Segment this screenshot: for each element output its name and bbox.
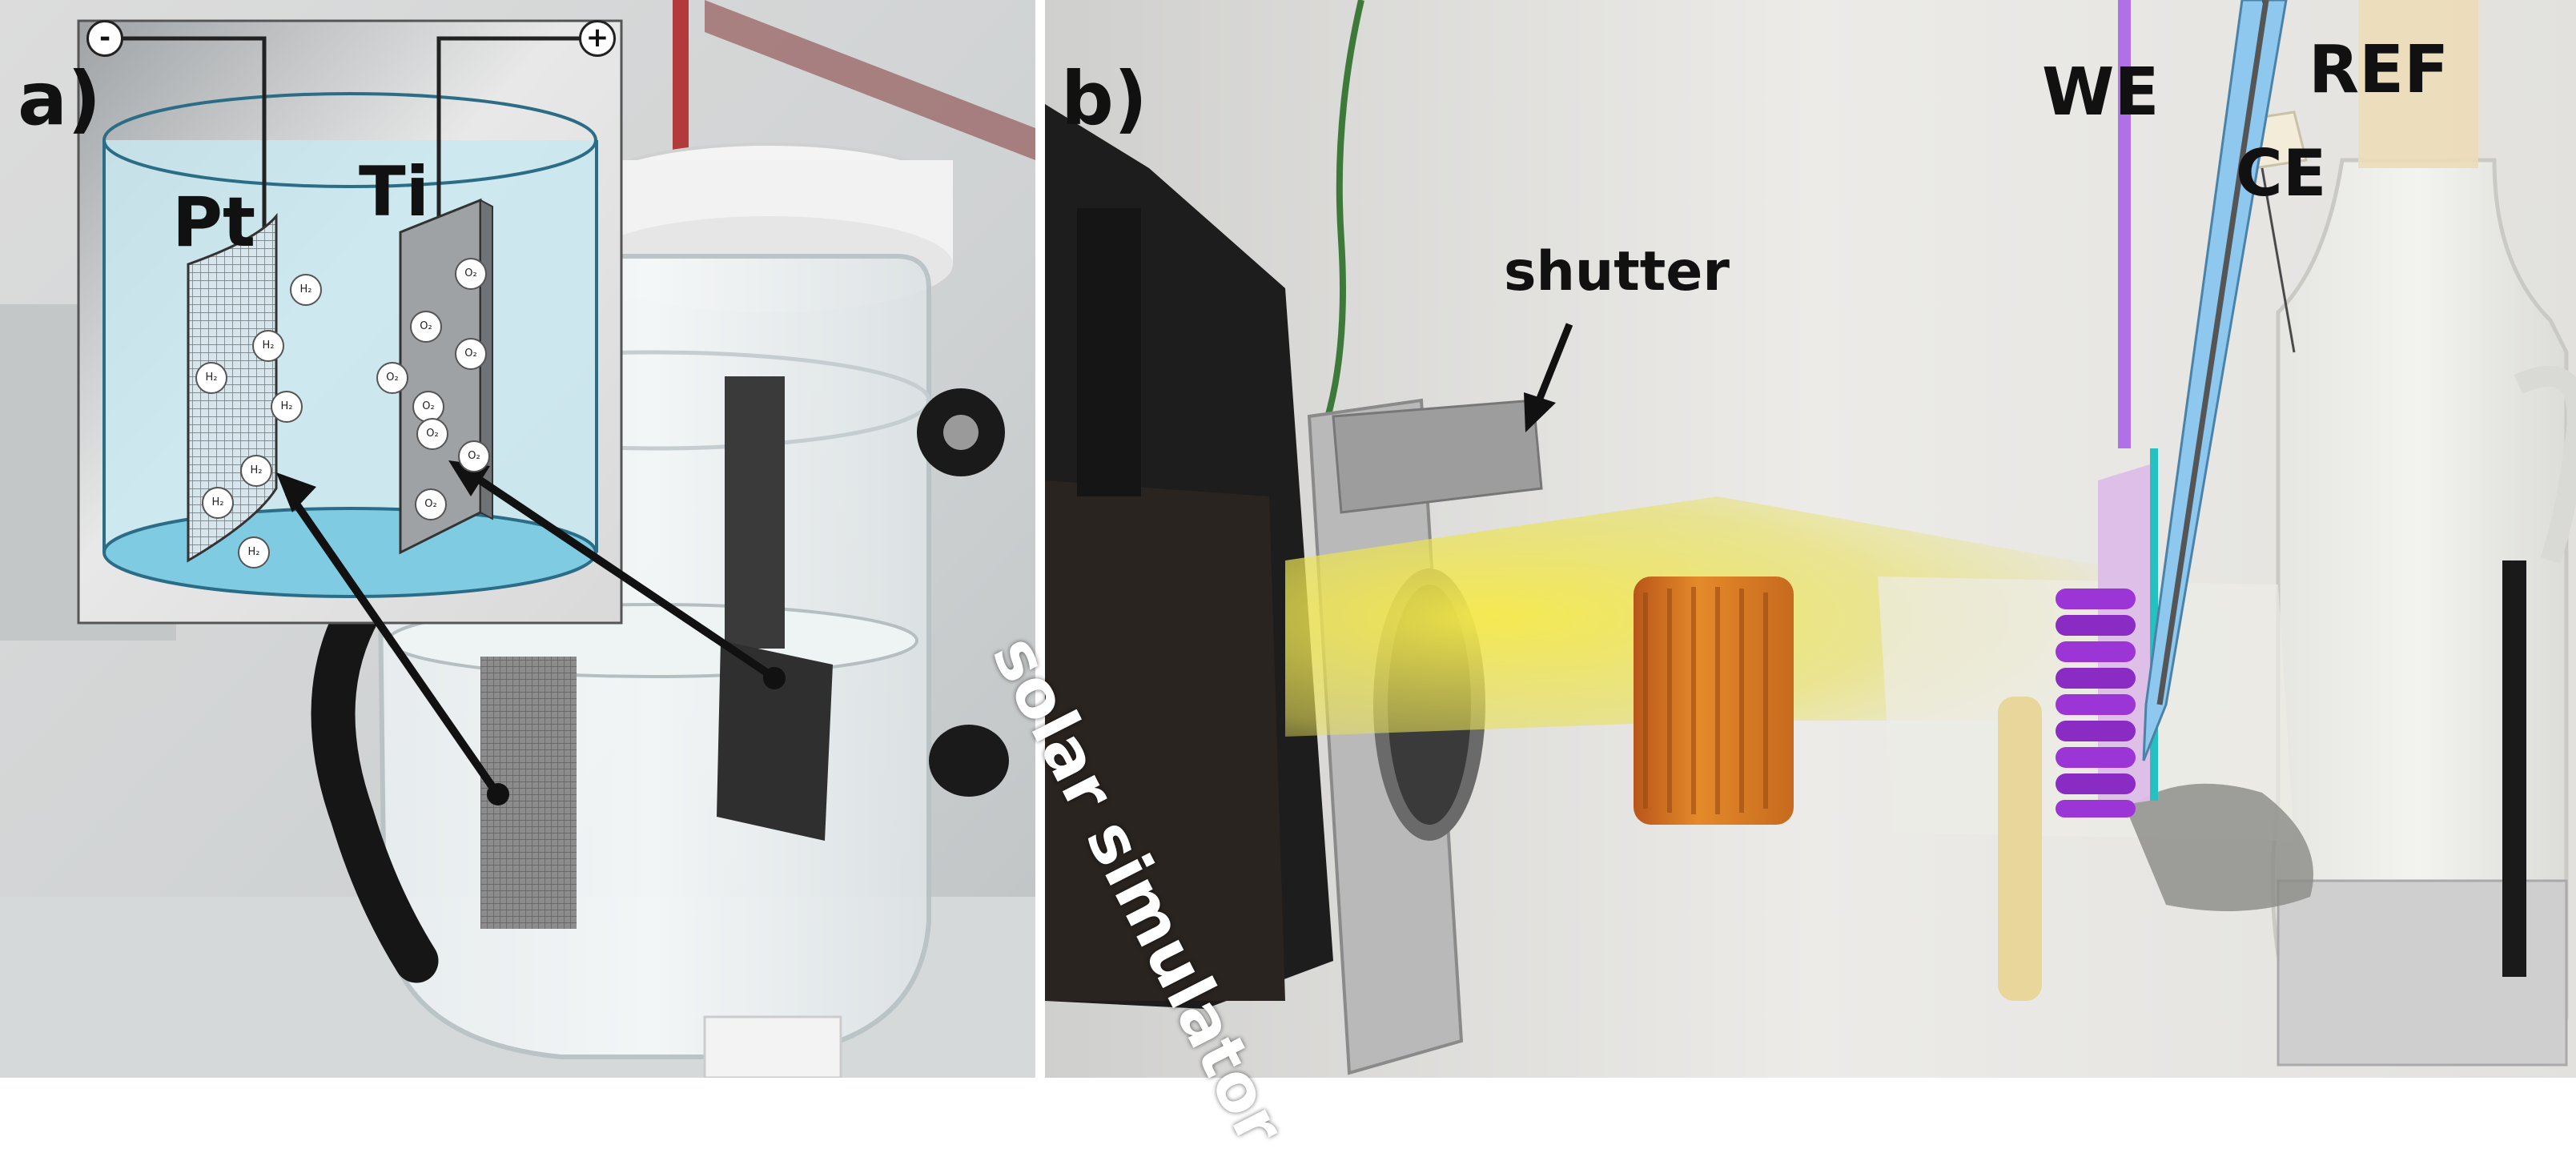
h2-molecule: H₂	[290, 274, 322, 306]
o2-molecule: O₂	[376, 362, 408, 394]
nanotube-array	[2056, 589, 2136, 818]
h2-molecule: H₂	[238, 536, 270, 568]
o2-molecule: O₂	[455, 338, 487, 370]
panel-b-photo: b) CE WE REF shutter	[1045, 0, 2576, 1078]
photoelectrochemical-setup-photo	[1045, 0, 2576, 1078]
we-label: WE	[2042, 54, 2160, 131]
h2-molecule: H₂	[202, 487, 234, 519]
o2-molecule: O₂	[458, 440, 490, 472]
h2-molecule: H₂	[195, 362, 227, 394]
ref-label: REF	[2309, 32, 2449, 108]
h2-molecule: H₂	[252, 330, 284, 362]
o2-molecule: O₂	[416, 418, 448, 450]
o2-molecule: O₂	[415, 488, 447, 520]
h2-molecule: H₂	[271, 391, 303, 423]
negative-terminal: -	[86, 20, 123, 57]
ti-electrode-label: Ti	[359, 152, 430, 232]
panel-a-label: a)	[18, 56, 102, 142]
ce-label: CE	[2236, 136, 2327, 211]
panel-a-photo: - + Pt Ti H₂ H₂ H₂ H₂ H₂ H₂ H₂ O₂ O₂ O₂ …	[0, 0, 1035, 1078]
pt-electrode-label: Pt	[172, 183, 256, 263]
positive-terminal: +	[579, 20, 616, 57]
electrolysis-cell-photo	[0, 0, 1035, 1078]
h2-molecule: H₂	[240, 455, 272, 487]
o2-molecule: O₂	[455, 258, 487, 290]
shutter-label: shutter	[1504, 240, 1730, 303]
panel-b-label: b)	[1061, 56, 1147, 142]
o2-molecule: O₂	[410, 311, 442, 343]
